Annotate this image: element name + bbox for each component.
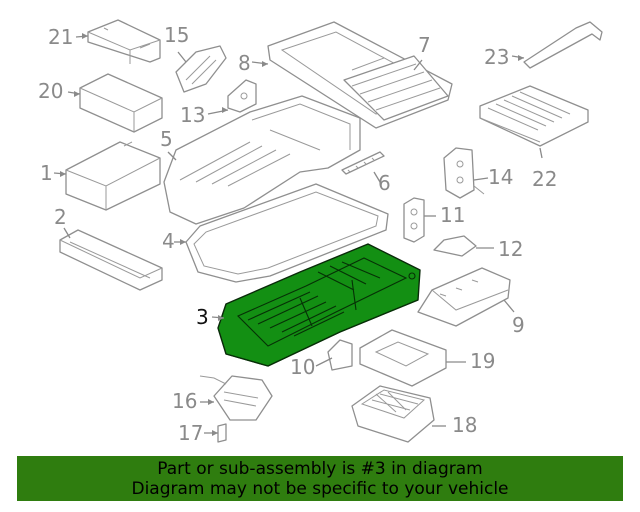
callout-16: 16 <box>172 389 197 413</box>
callout-2: 2 <box>54 205 67 229</box>
callout-7: 7 <box>418 33 431 57</box>
part-3-highlighted-tray[interactable] <box>217 243 421 367</box>
callout-8: 8 <box>238 51 251 75</box>
callout-9: 9 <box>512 313 525 337</box>
part-16-connector[interactable] <box>199 375 273 421</box>
callout-17: 17 <box>178 421 203 445</box>
part-9-rail[interactable] <box>417 267 511 327</box>
callout-18: 18 <box>452 413 477 437</box>
part-18-tray[interactable] <box>351 385 435 443</box>
callout-6: 6 <box>378 171 391 195</box>
banner-line-1: Part or sub-assembly is #3 in diagram <box>157 459 483 479</box>
callout-13: 13 <box>180 103 205 127</box>
part-20-module[interactable] <box>79 73 163 133</box>
part-13-bracket[interactable] <box>227 79 257 113</box>
callout-15: 15 <box>164 23 189 47</box>
part-1-battery-module[interactable] <box>65 141 161 211</box>
callout-5: 5 <box>160 127 173 151</box>
callout-19: 19 <box>470 349 495 373</box>
part-6-strip[interactable] <box>341 151 385 175</box>
callout-22: 22 <box>532 167 557 191</box>
callout-21: 21 <box>48 25 73 49</box>
callout-10: 10 <box>290 355 315 379</box>
part-11-plate[interactable] <box>403 197 425 243</box>
callout-3: 3 <box>196 305 209 329</box>
callout-12: 12 <box>498 237 523 261</box>
callout-14: 14 <box>488 165 513 189</box>
leader-lines <box>53 33 543 436</box>
callout-1: 1 <box>40 161 53 185</box>
part-17-clip[interactable] <box>217 423 227 443</box>
info-banner: Part or sub-assembly is #3 in diagram Di… <box>17 456 623 501</box>
part-2-rail[interactable] <box>59 229 163 291</box>
banner-line-2: Diagram may not be specific to your vehi… <box>131 479 509 499</box>
part-22-panel[interactable] <box>479 85 589 147</box>
callout-23: 23 <box>484 45 509 69</box>
part-15-connector[interactable] <box>175 45 227 93</box>
part-19-plate[interactable] <box>359 329 447 387</box>
part-10-bracket[interactable] <box>327 339 353 371</box>
part-21-module[interactable] <box>87 19 161 64</box>
parts-diagram: 21 15 8 7 23 20 13 5 1 6 14 22 2 4 11 12… <box>38 19 603 445</box>
part-12-bracket[interactable] <box>433 235 477 257</box>
callout-11: 11 <box>440 203 465 227</box>
callout-20: 20 <box>38 79 63 103</box>
callout-labels: 21 15 8 7 23 20 13 5 1 6 14 22 2 4 11 12… <box>38 23 557 445</box>
part-4-gasket[interactable] <box>185 183 389 283</box>
part-5-lower-housing[interactable] <box>163 95 361 225</box>
part-23-arm[interactable] <box>523 21 603 69</box>
part-14-bracket[interactable] <box>443 147 485 199</box>
callout-4: 4 <box>162 229 175 253</box>
part-7-top-tray[interactable] <box>343 55 449 121</box>
